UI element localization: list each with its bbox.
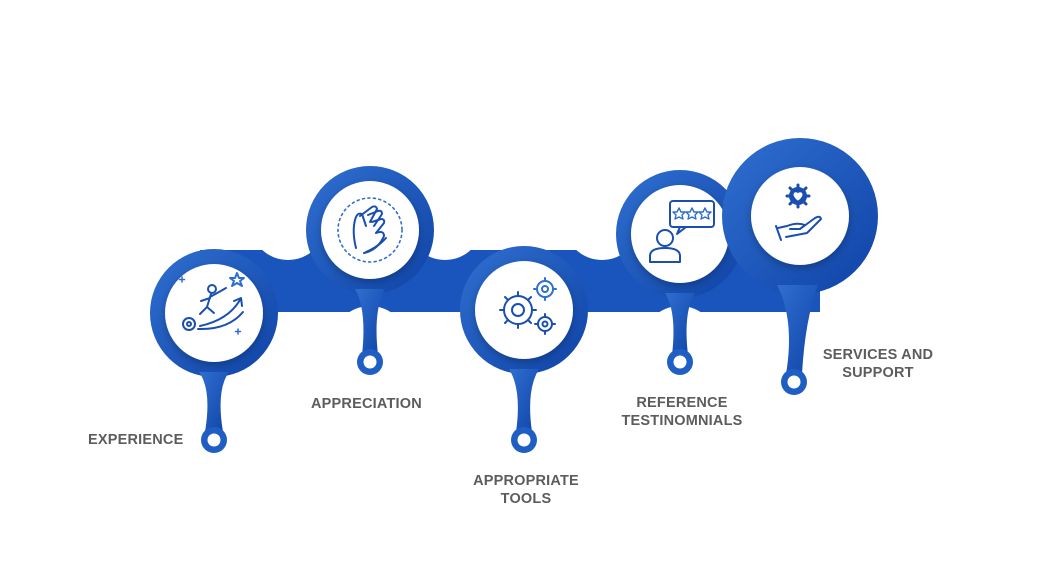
step-services-support (722, 138, 878, 395)
review-person-icon (649, 200, 715, 263)
step-appreciation (306, 166, 434, 375)
label-services-support: SERVICES AND SUPPORT (822, 347, 934, 381)
label-appropriate-tools: APPROPRIATE TOOLS (473, 473, 579, 507)
step-experience (150, 249, 278, 453)
label-experience: EXPERIENCE (88, 432, 184, 448)
clapping-hands-icon (337, 197, 403, 263)
step-appropriate-tools (460, 246, 588, 453)
step-reference-testimonials (616, 170, 744, 375)
climbing-person-icon (178, 272, 245, 335)
label-reference-testimonials: REFERENCE TESTINOMNIALS (621, 395, 743, 429)
gears-icon (499, 277, 557, 335)
label-appreciation: APPRECIATION (311, 396, 422, 412)
hand-gear-heart-icon (775, 183, 822, 241)
